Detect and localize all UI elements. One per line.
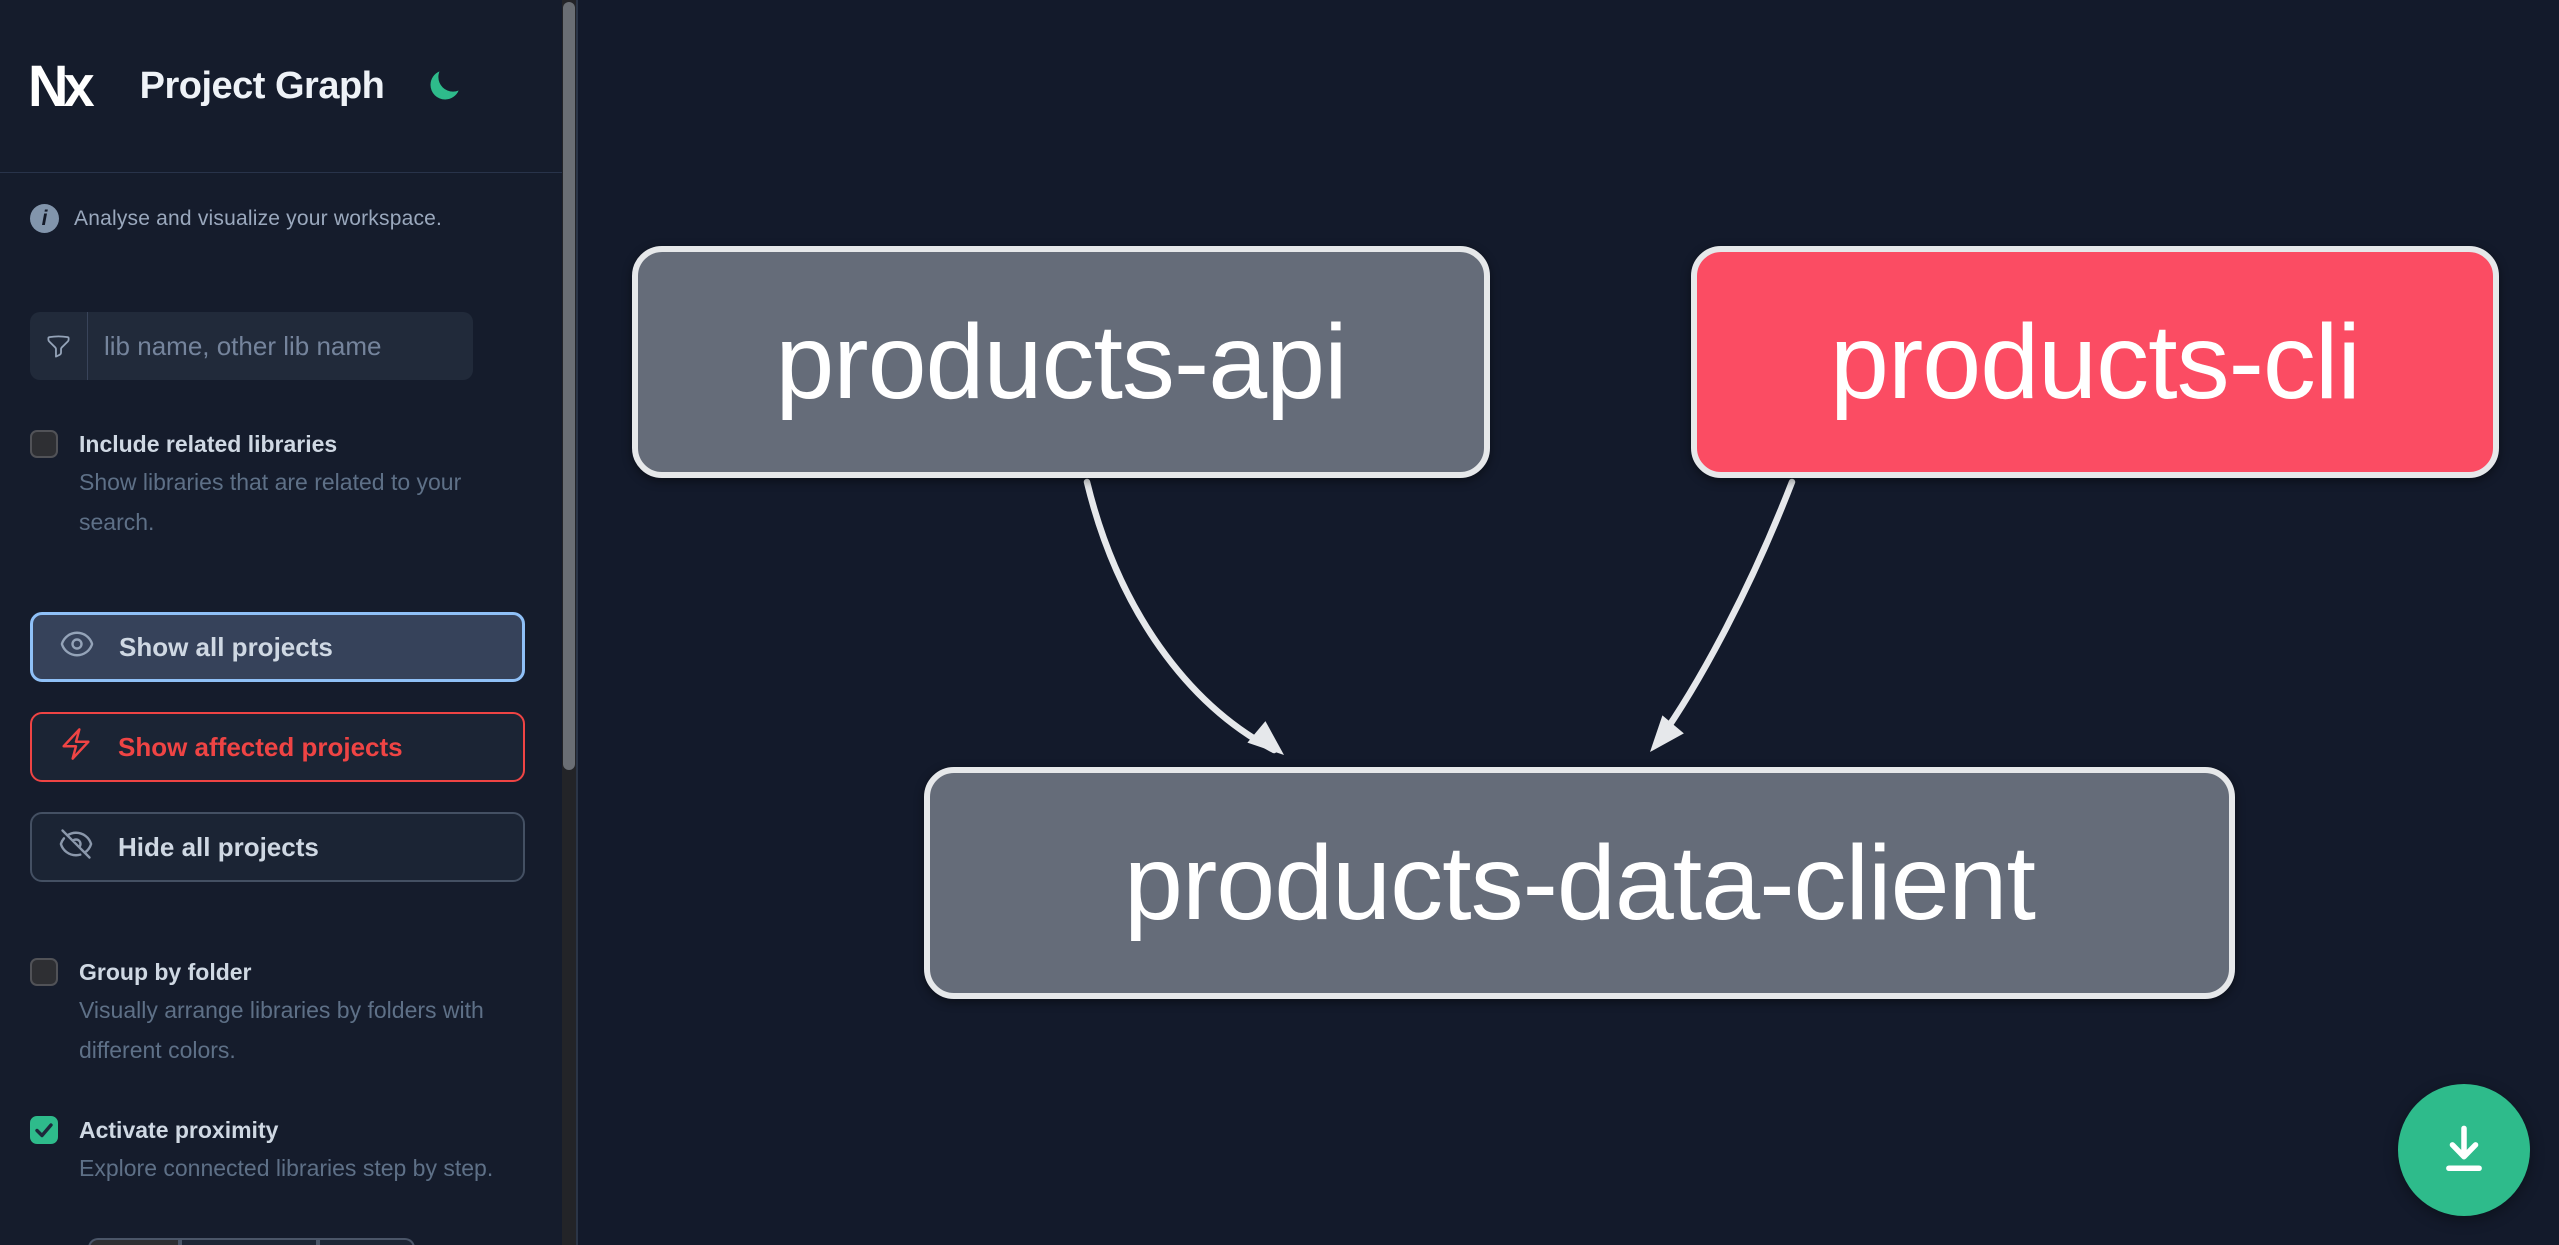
node-products-cli[interactable]: products-cli <box>1691 246 2499 478</box>
checkbox-description: Explore connected libraries step by step… <box>79 1155 494 1181</box>
download-image-button[interactable] <box>2398 1084 2530 1216</box>
dependency-edges <box>1083 478 1796 755</box>
eye-icon <box>59 626 95 669</box>
download-icon <box>2431 1116 2497 1185</box>
info-row: i Analyse and visualize your workspace. <box>30 204 532 233</box>
group-by-folder-texts: Group by folder Visually arrange librari… <box>79 954 499 1070</box>
search-input[interactable] <box>88 312 473 380</box>
include-related-row: Include related libraries Show libraries… <box>30 426 532 542</box>
activate-proximity-checkbox[interactable] <box>30 1116 58 1144</box>
checkbox-description: Show libraries that are related to your … <box>79 469 462 535</box>
include-related-checkbox[interactable] <box>30 430 58 458</box>
scrollbar-thumb[interactable] <box>563 2 575 770</box>
eye-off-icon <box>58 826 94 869</box>
edge-products-cli-to-products-data-client <box>1650 478 1796 752</box>
sidebar-scrollbar <box>562 0 576 1245</box>
sidebar: Nx Project Graph i Analyse and visualize… <box>0 0 576 1245</box>
show-all-projects-button[interactable]: Show all projects <box>30 612 525 682</box>
node-products-data-client[interactable]: products-data-client <box>924 767 2235 999</box>
info-icon: i <box>30 204 59 233</box>
bolt-icon <box>58 726 94 769</box>
hide-all-projects-button[interactable]: Hide all projects <box>30 812 525 882</box>
project-visibility-buttons: Show all projects Show affected projects <box>30 612 525 882</box>
page-title: Project Graph <box>139 64 385 107</box>
button-label: Show all projects <box>119 631 333 662</box>
button-label: Show affected projects <box>118 731 403 762</box>
node-products-api[interactable]: products-api <box>632 246 1490 478</box>
show-affected-projects-button[interactable]: Show affected projects <box>30 712 525 782</box>
edge-products-api-to-products-data-client <box>1083 478 1284 755</box>
proximity-stepper <box>88 1238 415 1245</box>
checkbox-label: Include related libraries <box>79 431 338 457</box>
node-label: products-data-client <box>1124 823 2036 942</box>
checkbox-label: Activate proximity <box>79 1117 279 1143</box>
node-label: products-cli <box>1830 302 2361 421</box>
proximity-decrement-button[interactable] <box>88 1238 180 1245</box>
group-by-folder-row: Group by folder Visually arrange librari… <box>30 954 532 1070</box>
activate-proximity-row: Activate proximity Explore connected lib… <box>30 1112 532 1188</box>
checkbox-description: Visually arrange libraries by folders wi… <box>79 997 484 1063</box>
sidebar-content: Nx Project Graph i Analyse and visualize… <box>0 0 562 1245</box>
sidebar-header: Nx Project Graph <box>0 0 562 173</box>
graph-canvas[interactable]: products-api products-cli products-data-… <box>576 0 2559 1245</box>
sidebar-body: i Analyse and visualize your workspace. … <box>0 204 562 1188</box>
funnel-icon <box>30 312 88 380</box>
group-by-folder-checkbox[interactable] <box>30 958 58 986</box>
theme-toggle-button[interactable] <box>426 68 462 104</box>
checkbox-label: Group by folder <box>79 959 252 985</box>
button-label: Hide all projects <box>118 831 319 862</box>
filter-search-box <box>30 312 473 380</box>
activate-proximity-texts: Activate proximity Explore connected lib… <box>79 1112 499 1188</box>
node-label: products-api <box>775 302 1347 421</box>
nx-logo: Nx <box>28 52 95 119</box>
proximity-value-field[interactable] <box>180 1238 318 1245</box>
check-icon <box>35 1123 53 1138</box>
proximity-increment-button[interactable] <box>318 1238 415 1245</box>
moon-icon <box>426 71 462 107</box>
include-related-texts: Include related libraries Show libraries… <box>79 426 499 542</box>
workspace-tagline: Analyse and visualize your workspace. <box>74 206 443 230</box>
